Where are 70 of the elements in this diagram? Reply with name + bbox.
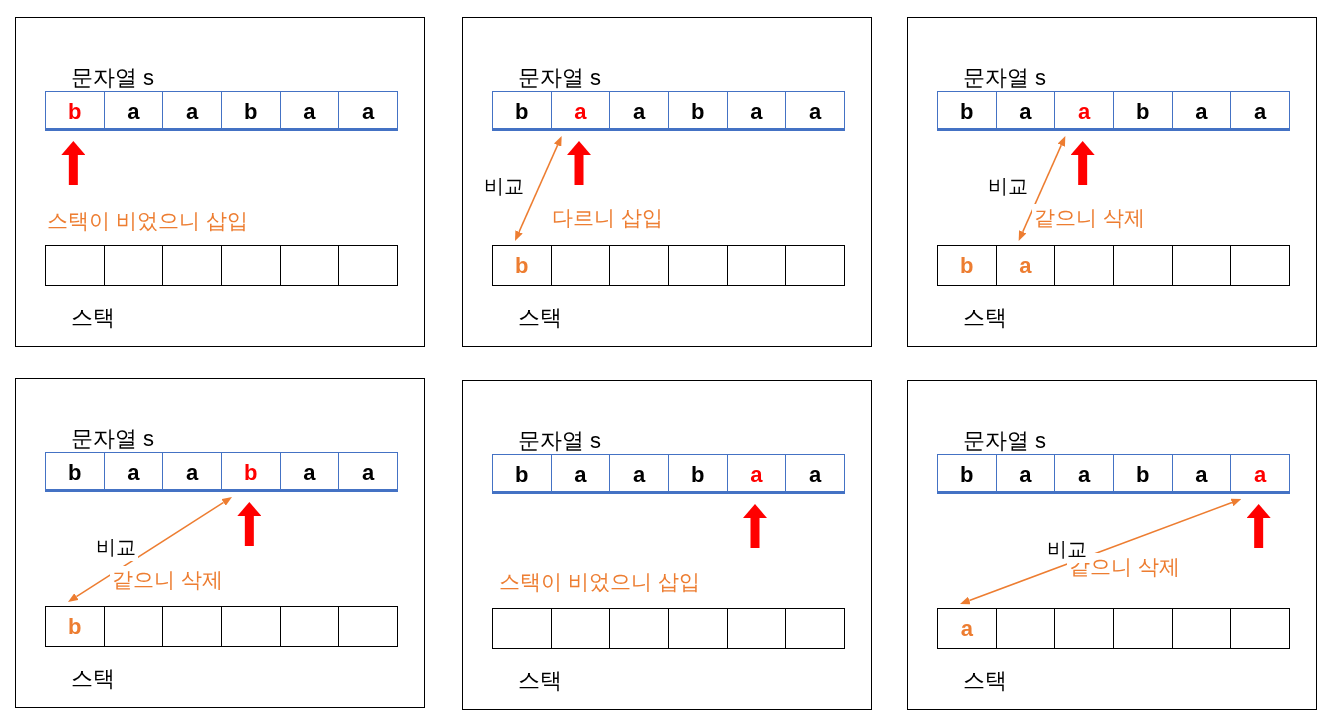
array-label: 문자열 s [963,427,1047,455]
empty-stack-slot [995,608,1056,649]
string-cell: b [492,454,552,494]
stack-cell: a [937,608,997,649]
string-cell: a [338,452,398,492]
string-cell: a [338,91,398,131]
array-label: 문자열 s [963,64,1047,92]
array-label: 문자열 s [518,427,602,455]
pointer-arrow [743,504,767,548]
empty-stack-slot [726,608,787,649]
empty-stack-slot [550,245,611,286]
empty-stack-slot [1230,608,1290,649]
string-cell: a [785,454,845,494]
empty-stack-slot [221,606,281,647]
empty-stack-slot [1113,608,1173,649]
empty-stack-slot [338,606,398,647]
stack-cell: a [995,245,1056,286]
string-cell: b [45,91,105,131]
empty-stack-slot [492,608,552,649]
stack-cell: b [45,606,105,647]
pointer-arrow [237,502,262,546]
empty-stack-slot [1230,245,1290,286]
empty-stack-slot [103,606,164,647]
empty-stack-slot [550,608,611,649]
string-cell: b [937,454,997,494]
stack-label: 스택 [963,304,1007,332]
stack-label: 스택 [71,304,115,332]
string-cell: a [785,91,845,131]
array-label: 문자열 s [71,64,155,92]
stack-label: 스택 [518,304,562,332]
stack-cell: b [937,245,997,286]
empty-stack-slot [1054,245,1114,286]
empty-stack-slot [1171,608,1232,649]
compare-arrow [1018,136,1066,241]
empty-stack-slot [785,245,845,286]
string-cell: b [937,91,997,131]
compare-arrow [515,136,562,241]
stack-label: 스택 [518,667,562,695]
stack-label: 스택 [963,667,1007,695]
pointer-arrow [1070,141,1095,185]
stack-cell: b [492,245,552,286]
string-cell: a [1230,91,1290,131]
string-cell: a [1230,454,1290,494]
pointer-arrow [1246,504,1271,548]
empty-stack-slot [668,245,728,286]
empty-stack-slot [279,245,340,286]
empty-stack-slot [338,245,398,286]
stack-label: 스택 [71,665,115,693]
empty-stack-slot [279,606,340,647]
empty-stack-slot [609,245,669,286]
compare-arrow [960,498,1242,605]
array-label: 문자열 s [71,425,155,453]
empty-stack-slot [785,608,845,649]
empty-stack-slot [1171,245,1232,286]
string-cell: b [45,452,105,492]
empty-stack-slot [1054,608,1114,649]
empty-stack-slot [609,608,669,649]
empty-stack-slot [221,245,281,286]
compare-arrow [68,497,232,602]
empty-stack-slot [726,245,787,286]
empty-stack-slot [668,608,728,649]
empty-stack-slot [162,245,222,286]
empty-stack-slot [162,606,222,647]
empty-stack-slot [45,245,105,286]
string-cell: b [492,91,552,131]
pointer-arrow [567,141,591,185]
array-label: 문자열 s [518,64,602,92]
empty-stack-slot [103,245,164,286]
empty-stack-slot [1113,245,1173,286]
pointer-arrow [61,141,86,185]
